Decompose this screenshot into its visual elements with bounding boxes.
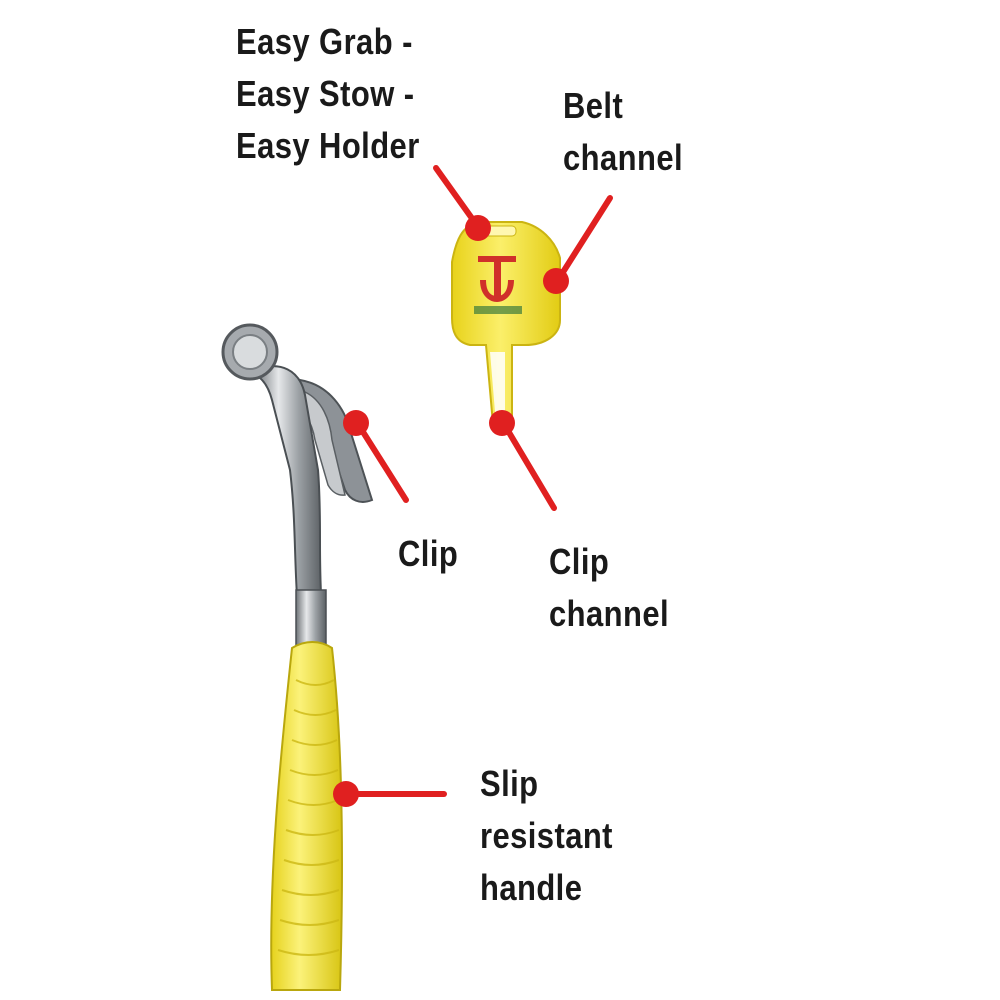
hammer-shaft — [295, 589, 327, 651]
marker-dot-clip-channel — [489, 410, 515, 436]
label-line: Slip — [480, 763, 539, 804]
marker-dot-handle — [333, 781, 359, 807]
label-line: Clip — [398, 533, 459, 574]
label-line: handle — [480, 867, 583, 908]
hammer-handle — [270, 641, 343, 991]
leader-clip-channel — [501, 421, 557, 511]
label-clip-channel: Clip channel — [549, 536, 669, 640]
label-line: channel — [563, 137, 684, 178]
label-belt-channel: Belt channel — [563, 80, 683, 184]
leader-easy — [433, 165, 479, 227]
callout-lines — [343, 165, 613, 797]
marker-dots — [333, 215, 569, 807]
label-line: resistant — [480, 815, 613, 856]
label-easy-grab-stow-holder: Easy Grab - Easy Stow - Easy Holder — [236, 16, 420, 172]
hammer — [221, 323, 374, 991]
leader-belt — [555, 195, 613, 283]
marker-dot-clip — [343, 410, 369, 436]
holder-body — [451, 221, 561, 430]
holder — [451, 221, 561, 430]
marker-dot-easy — [465, 215, 491, 241]
holder-logo — [474, 256, 522, 314]
label-line: Clip — [549, 541, 610, 582]
label-slip-resistant-handle: Slip resistant handle — [480, 758, 613, 914]
marker-dot-belt — [543, 268, 569, 294]
label-line: channel — [549, 593, 670, 634]
label-line: Easy Stow - — [236, 73, 415, 114]
label-line: Easy Holder — [236, 125, 420, 166]
label-clip: Clip — [398, 528, 458, 580]
label-line: Belt — [563, 85, 624, 126]
leader-clip — [355, 421, 409, 503]
label-line: Easy Grab - — [236, 21, 413, 62]
